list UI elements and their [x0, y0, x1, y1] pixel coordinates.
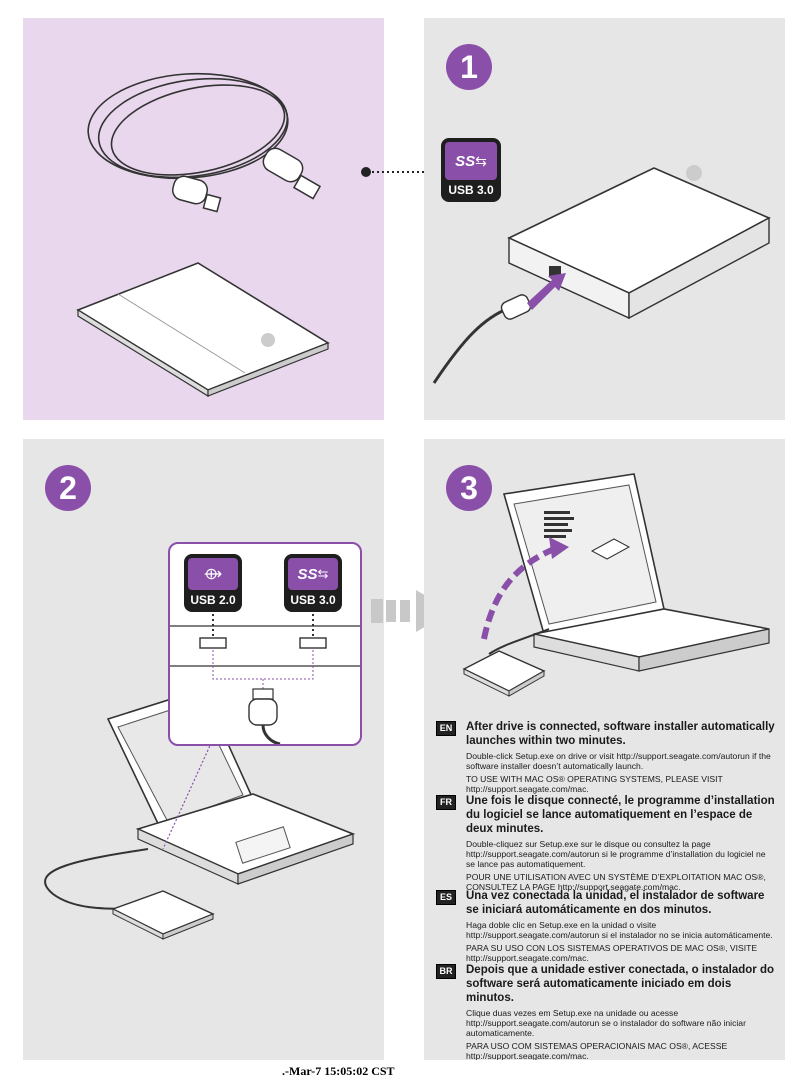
step-number-badge: 3 [446, 465, 492, 511]
instruction-body: Haga doble clic en Setup.exe en la unida… [466, 920, 773, 940]
drive-connect-illustration [432, 165, 771, 384]
external-drive-icon [111, 890, 215, 940]
language-tag: FR [436, 795, 456, 810]
language-tag: EN [436, 721, 456, 736]
laptop-autorun-illustration [462, 473, 770, 697]
instructions-es: ES Una vez conectada la unidad, el insta… [436, 889, 776, 963]
usb3-badge: SS⇆ USB 3.0 [441, 138, 501, 202]
usb-plug-a-icon [262, 147, 322, 200]
usb-plug-icon [248, 698, 278, 726]
instruction-body: Clique duas vezes em Setup.exe na unidad… [466, 1008, 746, 1038]
superspeed-usb-icon: SS [455, 152, 476, 170]
language-tag: ES [436, 890, 456, 905]
mac-instructions: TO USE WITH MAC OS® OPERATING SYSTEMS, P… [466, 774, 723, 794]
mac-instructions: PARA USO COM SISTEMAS OPERACIONAIS MAC O… [466, 1041, 728, 1060]
port-detail-callout: ⟴ USB 2.0 SS⇆ USB 3.0 [168, 542, 362, 746]
instruction-heading: Una vez conectada la unidad, el instalad… [466, 890, 765, 916]
step-1-panel: 1 SS⇆ USB 3.0 [424, 18, 785, 420]
mac-instructions: POUR UNE UTILISATION AVEC UN SYSTÈME D’E… [466, 872, 766, 892]
external-drive-icon [507, 165, 771, 320]
print-timestamp: .-Mar-7 15:05:02 CST [282, 1064, 395, 1078]
step-2-panel: 2 ⟴ USB 2.0 SS⇆ USB 3.0 [23, 439, 384, 1060]
usb3-label: USB 3.0 [448, 183, 494, 197]
usb2-badge: ⟴ USB 2.0 [184, 554, 242, 612]
laptop-port-illustration [44, 599, 383, 940]
instruction-body: Double-click Setup.exe on drive or visit… [466, 751, 771, 771]
instructions-br: BR Depois que a unidade estiver conectad… [436, 963, 776, 1060]
usb-trident-icon: ⟴ [203, 566, 223, 583]
instructions-fr: FR Une fois le disque connecté, le progr… [436, 794, 776, 892]
laptop-icon [502, 473, 770, 672]
instruction-heading: Depois que a unidade estiver conectada, … [466, 964, 775, 1004]
step-number-badge: 1 [446, 44, 492, 90]
external-drive-icon [462, 650, 546, 697]
mac-instructions: PARA SU USO CON LOS SISTEMAS OPERATIVOS … [466, 943, 758, 963]
laptop-icon [106, 688, 356, 885]
usb2-port-icon [199, 637, 227, 649]
autorun-arrow-icon [481, 546, 556, 640]
superspeed-usb-icon: SS [297, 565, 318, 583]
step-3-panel: 3 EN After drive is connected, software … [424, 439, 785, 1060]
usb3-badge: SS⇆ USB 3.0 [284, 554, 342, 612]
language-tag: BR [436, 964, 456, 979]
contents-panel [23, 18, 384, 420]
insert-arrow-icon [527, 273, 566, 310]
instruction-body: Double-cliquez sur Setup.exe sur le disq… [466, 839, 766, 869]
instruction-heading: Une fois le disque connecté, le programm… [466, 795, 775, 835]
usb2-label: USB 2.0 [190, 593, 236, 607]
cable-and-drive-illustration [76, 72, 330, 398]
instruction-heading: After drive is connected, software insta… [466, 721, 775, 747]
usb-plug-micro-icon [171, 175, 222, 213]
usb3-label: USB 3.0 [290, 593, 336, 607]
step-number-badge: 2 [45, 465, 91, 511]
usb3-port-icon [299, 637, 327, 649]
instructions-en: EN After drive is connected, software in… [436, 720, 776, 794]
external-drive-icon [76, 262, 330, 398]
